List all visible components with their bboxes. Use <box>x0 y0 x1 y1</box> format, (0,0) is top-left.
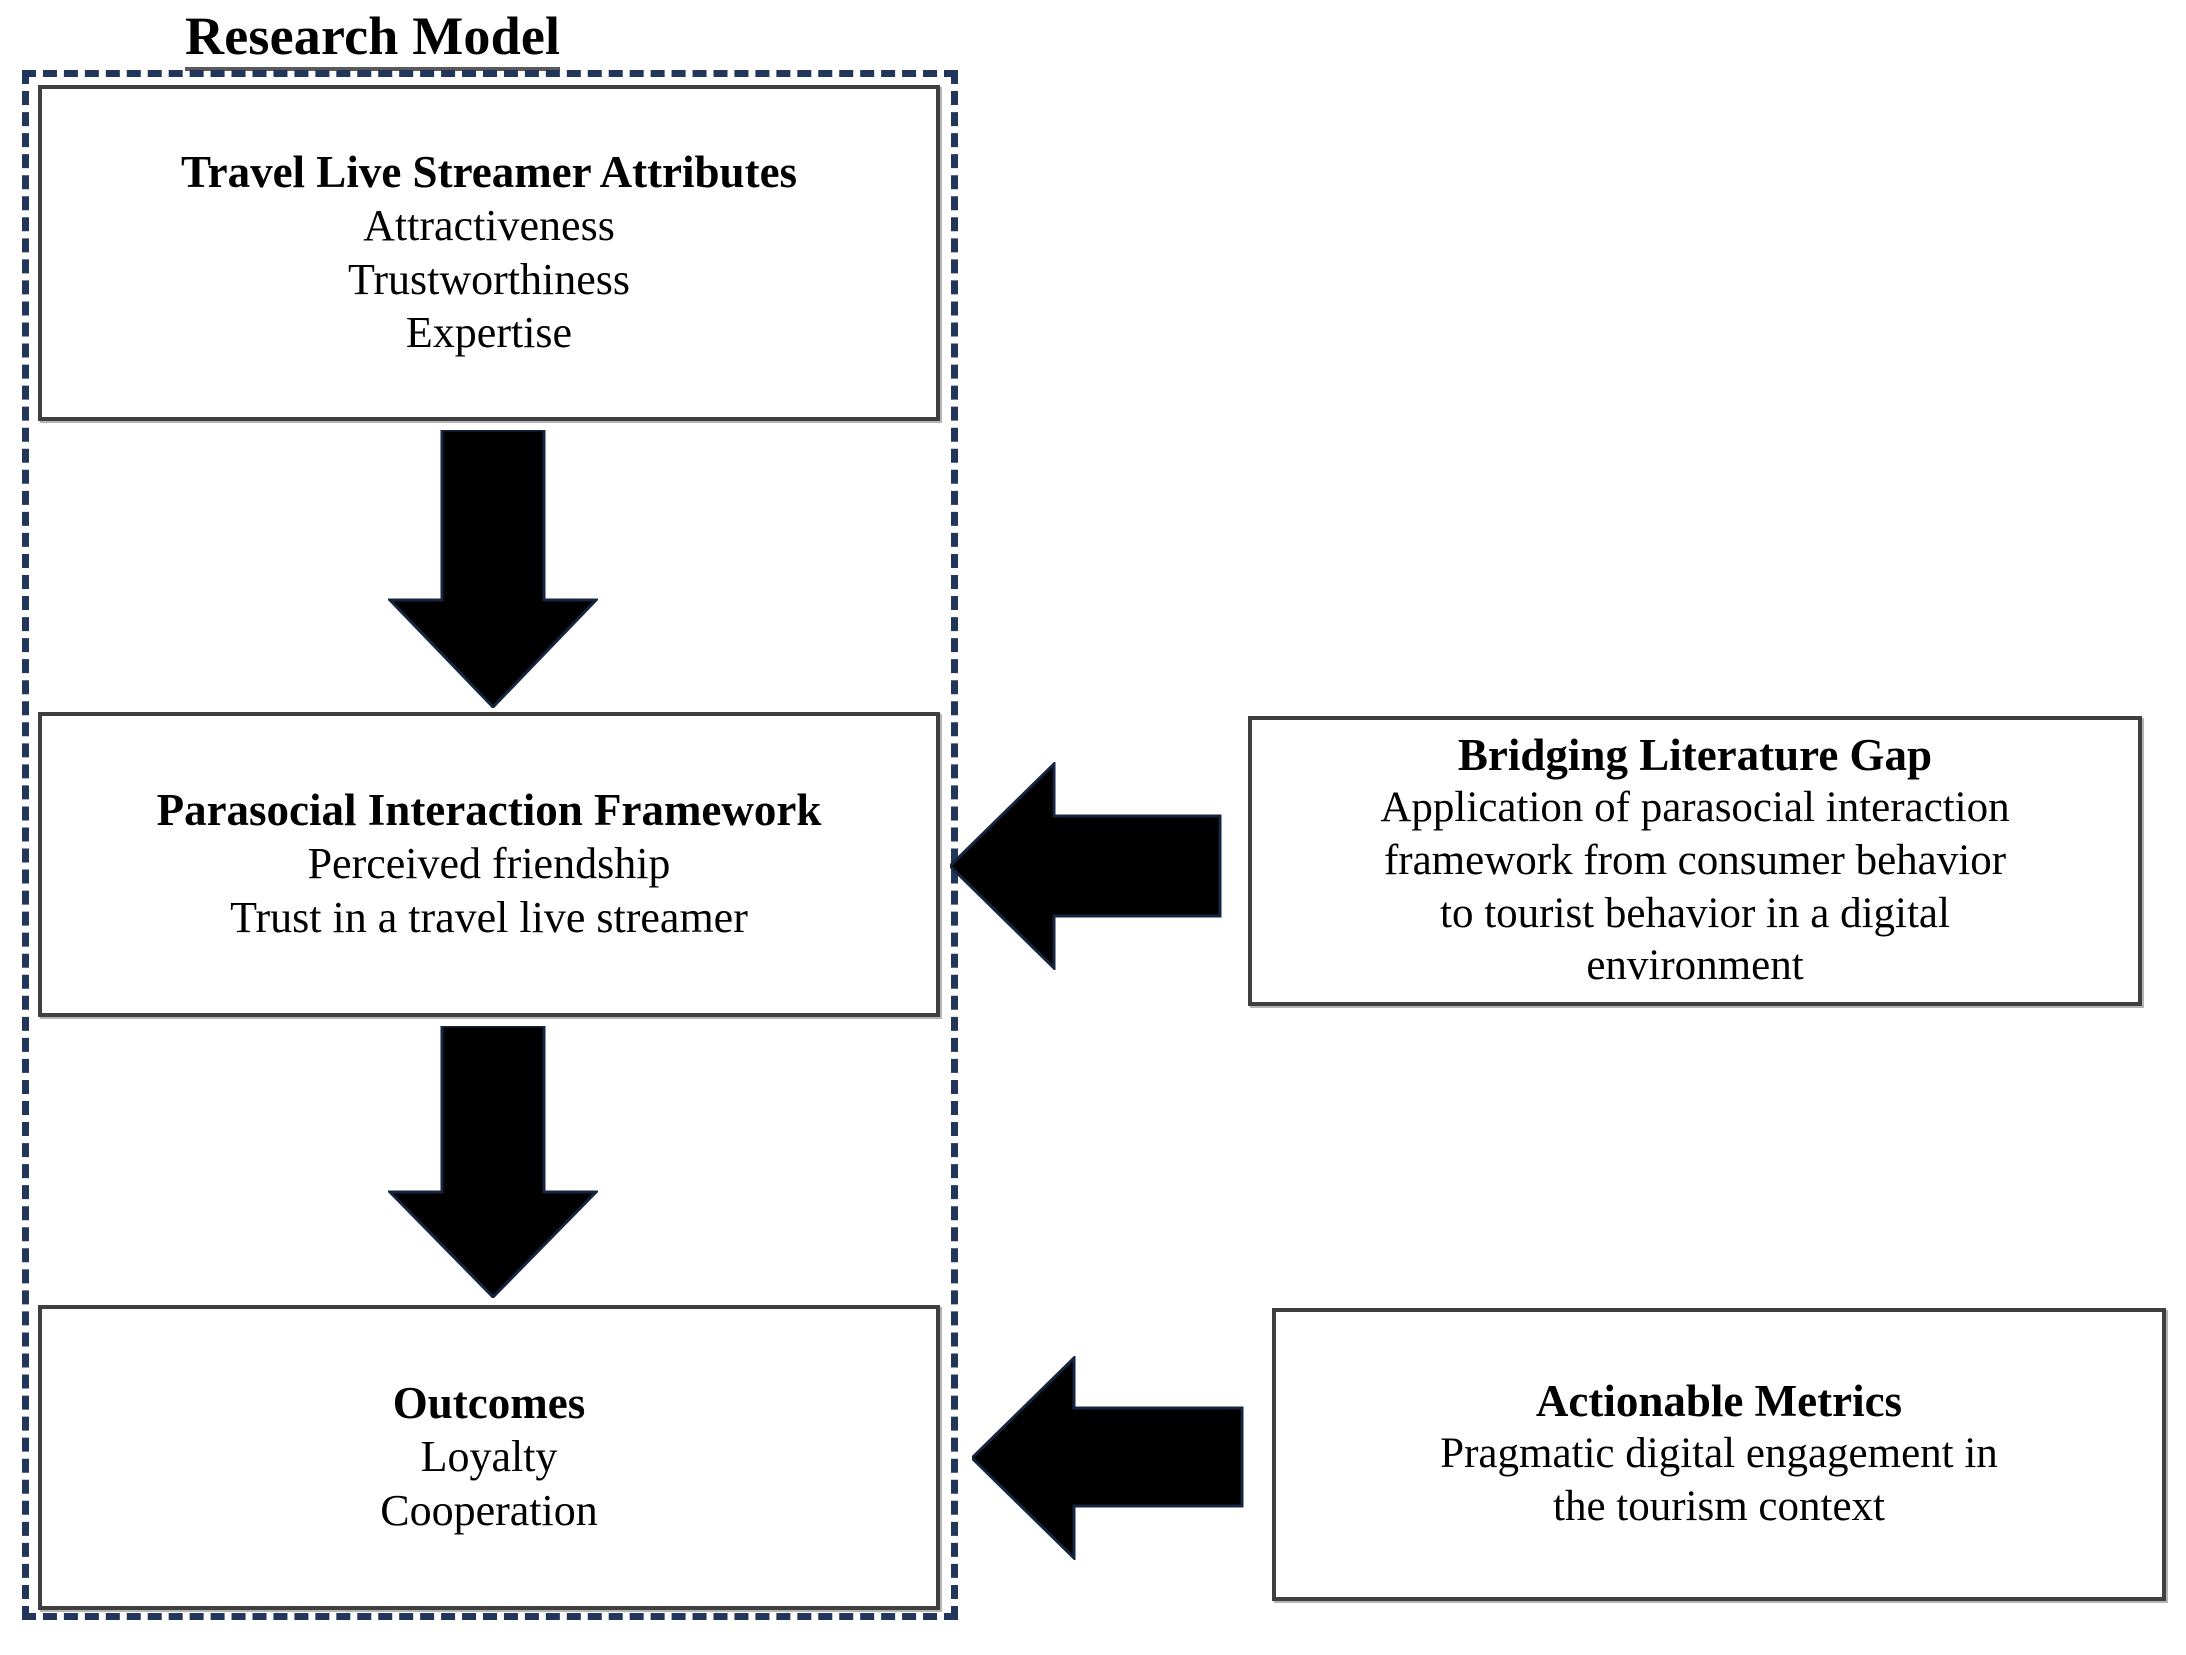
box-actionable-metrics-line-2: the tourism context <box>1553 1483 1885 1531</box>
box-literature-gap-line-2: framework from consumer behavior <box>1383 836 2007 884</box>
box-outcomes: Outcomes Loyalty Cooperation <box>38 1305 940 1610</box>
box-actionable-metrics: Actionable Metrics Pragmatic digital eng… <box>1272 1308 2166 1601</box>
box-literature-gap-line-3: to tourist behavior in a digital <box>1440 889 1950 937</box>
box-literature-gap-title: Bridging Literature Gap <box>1457 729 1933 780</box>
box-parasocial-interaction-framework: Parasocial Interaction Framework Perceiv… <box>38 712 940 1017</box>
box-travel-live-streamer-attributes: Travel Live Streamer Attributes Attracti… <box>38 85 940 421</box>
research-model-boundary <box>22 70 958 1620</box>
arrow-left-metrics-to-outcomes <box>972 1356 1244 1560</box>
arrow-left-gap-to-framework <box>950 762 1222 970</box>
box-framework-title: Parasocial Interaction Framework <box>156 785 822 836</box>
box-attributes-line-2: Trustworthiness <box>348 254 630 304</box>
box-outcomes-title: Outcomes <box>392 1378 586 1429</box>
box-attributes-title: Travel Live Streamer Attributes <box>180 146 798 197</box>
box-actionable-metrics-line-1: Pragmatic digital engagement in <box>1440 1430 1998 1478</box>
arrow-down-attributes-to-framework <box>388 430 598 708</box>
box-literature-gap-line-1: Application of parasocial interaction <box>1380 783 2010 831</box>
arrow-down-framework-to-outcomes <box>388 1026 598 1298</box>
page-title: Research Model <box>185 8 561 71</box>
box-outcomes-line-1: Loyalty <box>420 1432 558 1482</box>
box-framework-line-2: Trust in a travel live streamer <box>230 893 748 943</box>
box-outcomes-line-2: Cooperation <box>380 1486 598 1536</box>
box-attributes-line-1: Attractiveness <box>363 201 615 251</box>
box-bridging-literature-gap: Bridging Literature Gap Application of p… <box>1248 716 2142 1006</box>
box-attributes-line-3: Expertise <box>405 308 573 358</box>
box-literature-gap-line-4: environment <box>1586 942 1804 990</box>
box-framework-line-1: Perceived friendship <box>307 839 671 889</box>
box-actionable-metrics-title: Actionable Metrics <box>1535 1376 1903 1427</box>
